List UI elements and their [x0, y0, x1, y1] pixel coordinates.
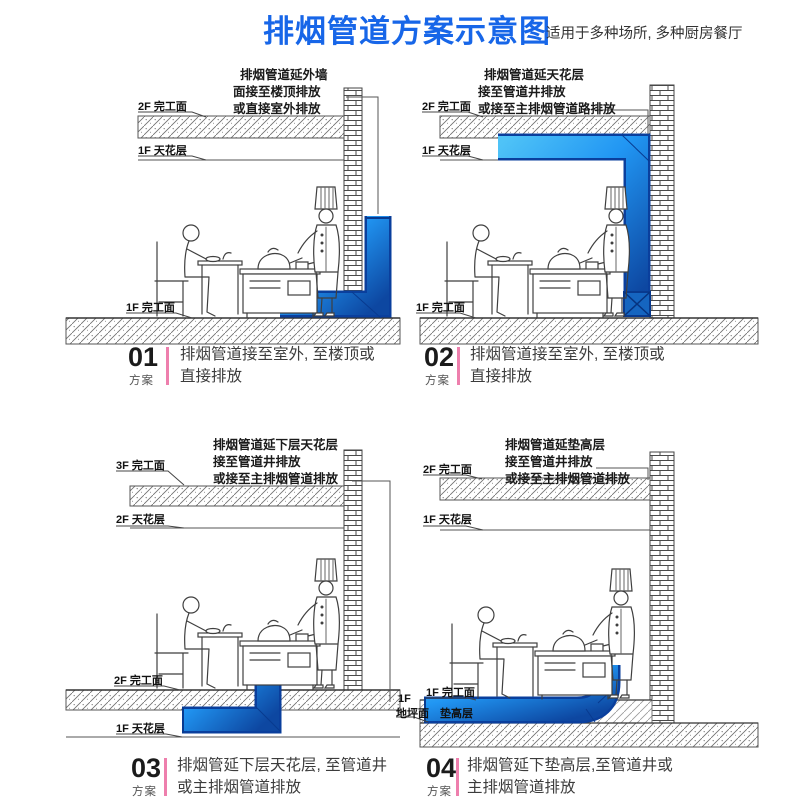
plan-caption: 排烟管道接至室外, 至楼顶或 直接排放	[470, 344, 665, 387]
floor-label-1f-ceiling: 1F 天花层	[138, 145, 187, 157]
plan-number: 02	[424, 342, 455, 372]
page-subtitle: 适用于多种场所, 多种厨房餐厅	[546, 26, 743, 42]
floor-slab-2f	[137, 115, 345, 139]
annotation-line: 或直接室外排放	[233, 102, 321, 116]
floor-label-1f-finish: 1F 完工面	[416, 302, 465, 314]
caption-line: 直接排放	[470, 367, 533, 385]
plan-number: 01	[128, 342, 159, 372]
caption-divider	[457, 347, 460, 385]
panel-01-drawing	[65, 87, 401, 345]
ground-slab	[419, 722, 759, 748]
annotation-leader-line	[352, 480, 391, 702]
panel-02-drawing	[416, 84, 759, 345]
floor-label-1f-finish: 1F 完工面	[426, 687, 475, 699]
kitchen-scene	[444, 186, 630, 318]
annotation-line: 接至管道井排放	[478, 85, 566, 99]
brick-wall	[343, 449, 363, 691]
caption-divider	[166, 347, 169, 385]
caption-line: 或主排烟管道排放	[177, 778, 302, 796]
plan-number: 03	[131, 753, 162, 783]
annotation-line: 排烟管道延垫高层	[505, 438, 606, 452]
floor-label-1f-ground-line2: 地坪面	[396, 708, 429, 720]
floor-label-1f-finish: 1F 完工面	[126, 302, 175, 314]
label-pointer-lines	[396, 474, 484, 723]
annotation-line: 或接至主排烟管道排放	[213, 472, 339, 486]
caption-divider	[456, 758, 459, 796]
floor-label-3f-finish: 3F 完工面	[116, 460, 165, 472]
brick-wall	[649, 451, 675, 724]
annotation-line: 或接至主排烟管道路排放	[478, 102, 616, 116]
caption-line: 排烟管延下层天花层, 至管道井	[177, 757, 388, 774]
floor-label-2f-finish: 2F 完工面	[138, 101, 187, 113]
floor-label-2f-finish: 2F 完工面	[423, 464, 472, 476]
kitchen-scene	[449, 568, 635, 700]
plan-number-caption: 方案	[129, 375, 154, 387]
page-title: 排烟管道方案示意图	[263, 14, 551, 49]
floor-label-2f-ceiling: 2F 天花层	[116, 514, 165, 526]
caption-line: 主排烟管道排放	[467, 778, 576, 796]
kitchen-scene	[154, 186, 340, 318]
caption-divider	[164, 758, 167, 796]
floor-label-1f-ceiling: 1F 天花层	[116, 723, 165, 735]
floor-label-1f-ground-line1: 1F	[398, 693, 411, 705]
floor-slab-2f	[439, 477, 651, 501]
plan-number-caption: 方案	[427, 786, 452, 798]
annotation-line: 面接至楼顶排放	[233, 85, 321, 99]
panel-03-drawing	[65, 449, 401, 738]
floor-label-1f-ceiling: 1F 天花层	[422, 145, 471, 157]
annotation-line: 接至管道井排放	[213, 455, 301, 469]
raised-floor-label: 垫高层	[440, 708, 473, 720]
floor-slab-3f	[129, 485, 345, 507]
caption-line: 排烟管延下垫高层,至管道井或	[467, 757, 673, 774]
label-pointer-lines	[126, 111, 207, 319]
caption-line: 排烟管道接至室外, 至楼顶或	[470, 346, 665, 363]
exhaust-duct	[498, 133, 651, 317]
plan-caption: 排烟管道接至室外, 至楼顶或 直接排放	[180, 344, 375, 387]
brick-wall	[649, 84, 675, 319]
ground-slab	[419, 317, 759, 345]
annotation-leader-line	[594, 109, 649, 134]
brick-wall	[343, 87, 363, 319]
ground-slab	[65, 317, 401, 345]
label-pointer-lines	[416, 111, 484, 319]
annotation-line: 排烟管道延外墙	[240, 68, 328, 82]
annotation-leader-line	[596, 467, 649, 480]
floor-label-2f-finish: 2F 完工面	[114, 675, 163, 687]
caption-line: 直接排放	[180, 367, 243, 385]
plan-caption: 排烟管延下层天花层, 至管道井 或主排烟管道排放	[177, 755, 387, 798]
annotation-line: 排烟管道延下层天花层	[213, 438, 339, 452]
annotation-line: 排烟管道延天花层	[484, 68, 585, 82]
annotation-leader-line	[346, 96, 379, 214]
plan-number: 04	[426, 753, 457, 783]
caption-line: 排烟管道接至室外, 至楼顶或	[180, 346, 375, 363]
panel-04-drawing	[396, 451, 759, 748]
plan-number-caption: 方案	[132, 786, 157, 798]
label-pointer-lines	[114, 470, 185, 738]
annotation-line: 或接至主排烟管道排放	[505, 472, 631, 486]
plan-number-caption: 方案	[425, 375, 450, 387]
plan-caption: 排烟管延下垫高层,至管道井或 主排烟管道排放	[467, 755, 673, 798]
floor-label-2f-finish: 2F 完工面	[422, 101, 471, 113]
kitchen-scene	[154, 558, 340, 690]
annotation-line: 接至管道井排放	[505, 455, 593, 469]
floor-label-1f-ceiling: 1F 天花层	[423, 514, 472, 526]
